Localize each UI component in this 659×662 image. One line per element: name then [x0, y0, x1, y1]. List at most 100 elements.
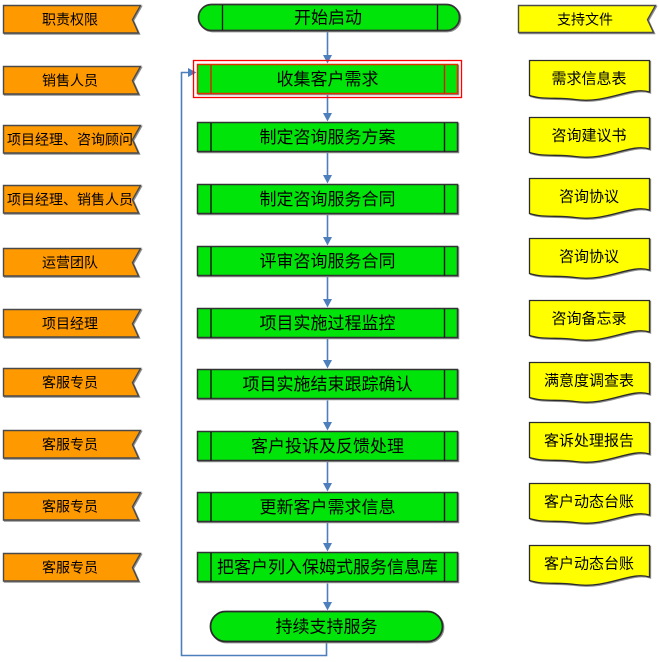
role-column-header-banner[interactable]: 职责权限	[2, 4, 142, 34]
role-banner-5[interactable]: 项目经理	[2, 308, 142, 338]
document-label: 客户动态台账	[544, 494, 634, 511]
flow-step-label: 更新客户需求信息	[260, 498, 396, 517]
flow-step-node-9[interactable]: 把客户列入保姆式服务信息库	[196, 551, 459, 583]
arrow-head-icon	[323, 175, 332, 184]
document-node-9[interactable]: 客户动态台账	[528, 544, 651, 586]
process-shape	[196, 183, 459, 215]
banner-shape	[2, 65, 142, 95]
process-shape	[196, 63, 459, 95]
document-shape	[528, 299, 651, 341]
role-column-header-label: 职责权限	[42, 12, 98, 28]
document-node-3[interactable]: 咨询协议	[528, 177, 651, 219]
document-shape	[528, 482, 651, 524]
role-banner-label: 客服专员	[42, 437, 98, 453]
document-shape	[528, 59, 651, 101]
role-banner-label: 项目经理、销售人员	[7, 192, 133, 208]
support-docs-header-banner[interactable]: 支持文件	[517, 4, 657, 34]
role-column: 职责权限 销售人员 项目经理、咨询顾问 项目经理、销售人员 运营团队 项目经理 …	[2, 4, 142, 582]
document-column: 支持文件 需求信息表 咨询建议书 咨询协议 咨询协议 咨询备忘录 满意度调查表	[517, 4, 657, 586]
flow-step-node-6[interactable]: 项目实施结束跟踪确认	[196, 368, 459, 400]
role-banner-2[interactable]: 项目经理、咨询顾问	[2, 124, 142, 154]
document-shape	[528, 544, 651, 586]
role-banner-label: 客服专员	[42, 375, 98, 391]
document-label: 咨询协议	[559, 249, 619, 266]
document-label: 需求信息表	[551, 71, 626, 88]
document-label: 满意度调查表	[544, 372, 634, 390]
document-shape	[528, 237, 651, 279]
arrow-head-icon	[323, 299, 332, 308]
flow-step-label: 把客户列入保姆式服务信息库	[217, 558, 438, 577]
banner-shape	[2, 4, 142, 34]
banner-shape	[2, 491, 142, 521]
document-node-1[interactable]: 需求信息表	[528, 59, 651, 101]
role-banner-label: 销售人员	[42, 73, 98, 89]
role-banner-8[interactable]: 客服专员	[2, 491, 142, 521]
selection-outline	[192, 59, 463, 99]
role-banner-1[interactable]: 销售人员	[2, 65, 142, 95]
flow-step-label: 制定咨询服务方案	[260, 128, 396, 147]
role-banner-label: 项目经理	[42, 316, 98, 332]
flow-step-node-8[interactable]: 更新客户需求信息	[196, 491, 459, 523]
banner-shape	[2, 552, 142, 582]
flow-step-node-1[interactable]: 收集客户需求	[192, 59, 463, 99]
document-shape	[528, 421, 651, 463]
flow-step-label: 项目实施结束跟踪确认	[243, 375, 413, 394]
flow-step-node-4[interactable]: 评审咨询服务合同	[196, 245, 459, 277]
role-banner-3[interactable]: 项目经理、销售人员	[2, 184, 142, 214]
banner-shape	[2, 367, 142, 397]
document-node-5[interactable]: 咨询备忘录	[528, 299, 651, 341]
role-banner-6[interactable]: 客服专员	[2, 367, 142, 397]
support-docs-header-label: 支持文件	[557, 12, 613, 28]
document-shape	[528, 177, 651, 219]
banner-shape	[2, 247, 142, 277]
flow-step-label: 评审咨询服务合同	[260, 252, 396, 271]
arrow-head-icon	[323, 483, 332, 492]
role-banner-label: 客服专员	[42, 560, 98, 576]
feedback-connector-line	[180, 71, 328, 657]
document-label: 客户动态台账	[544, 556, 634, 573]
document-node-8[interactable]: 客户动态台账	[528, 482, 651, 524]
document-shape	[528, 116, 651, 158]
flow-column: 开始启动 收集客户需求 制定咨询服务方案 制定咨询服务合同 评审咨询服务	[192, 3, 463, 643]
flow-step-node-5[interactable]: 项目实施过程监控	[196, 307, 459, 339]
role-banner-7[interactable]: 客服专员	[2, 429, 142, 459]
role-banner-label: 客服专员	[42, 499, 98, 515]
flow-step-node-3[interactable]: 制定咨询服务合同	[196, 183, 459, 215]
role-banner-4[interactable]: 运营团队	[2, 247, 142, 277]
banner-shape	[517, 4, 657, 34]
banner-shape	[2, 429, 142, 459]
arrow-head-icon	[323, 113, 332, 122]
role-banner-9[interactable]: 客服专员	[2, 552, 142, 582]
arrow-head-icon	[323, 422, 332, 431]
process-shape	[196, 245, 459, 277]
document-node-2[interactable]: 咨询建议书	[528, 116, 651, 158]
flow-step-label: 制定咨询服务合同	[260, 190, 396, 209]
flow-step-node-2[interactable]: 制定咨询服务方案	[196, 121, 459, 153]
flow-start-node[interactable]: 开始启动	[197, 3, 461, 32]
process-shape	[196, 430, 459, 462]
document-node-7[interactable]: 客诉处理报告	[528, 421, 651, 463]
arrow-head-icon	[323, 55, 332, 64]
process-shape	[196, 307, 459, 339]
connectors	[180, 31, 332, 657]
flow-step-label: 项目实施过程监控	[260, 314, 396, 333]
banner-shape	[2, 124, 142, 154]
arrow-head-icon	[323, 237, 332, 246]
document-node-4[interactable]: 咨询协议	[528, 237, 651, 279]
document-label: 客诉处理报告	[544, 433, 634, 450]
process-shape	[196, 491, 459, 523]
flow-end-node[interactable]: 持续支持服务	[209, 610, 444, 643]
document-label: 咨询协议	[559, 189, 619, 206]
banner-shape	[2, 308, 142, 338]
document-node-6[interactable]: 满意度调查表	[528, 361, 651, 403]
arrow-head-icon	[323, 360, 332, 369]
flow-step-label: 收集客户需求	[277, 70, 379, 89]
flow-step-node-7[interactable]: 客户投诉及反馈处理	[196, 430, 459, 462]
terminator-shape	[209, 610, 444, 643]
process-shape	[196, 551, 459, 583]
arrow-head-icon	[188, 68, 197, 77]
process-shape	[196, 368, 459, 400]
role-banner-label: 项目经理、咨询顾问	[7, 132, 133, 148]
flow-end-label: 持续支持服务	[276, 618, 378, 637]
